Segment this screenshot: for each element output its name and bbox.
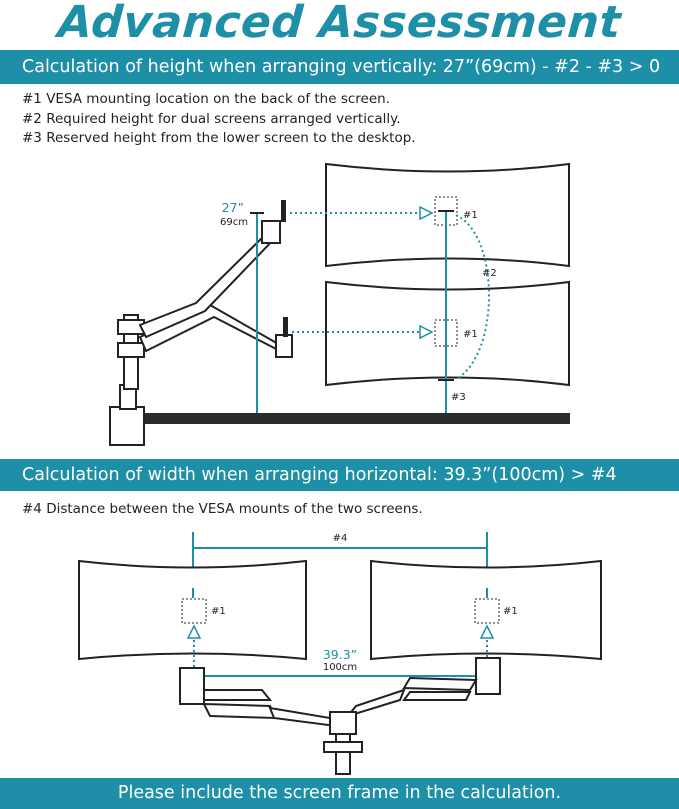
vertical-diagram: 27” 69cm #1 #1 #2 #3 [109, 162, 570, 446]
note-reserved-height: #3 Reserved height from the lower screen… [22, 130, 416, 146]
center-hub [329, 711, 357, 735]
bottom-monitor [325, 280, 570, 387]
horizontal-banner: Calculation of width when arranging hori… [0, 459, 679, 491]
right-monitor [370, 559, 602, 661]
right-tray [402, 691, 472, 701]
note-required-height: #2 Required height for dual screens arra… [22, 110, 401, 127]
left-up-arrow [186, 624, 202, 639]
left-arm-head [179, 667, 205, 705]
desk-clamp [109, 406, 145, 446]
right-arm-head [475, 657, 501, 695]
desk [116, 413, 570, 424]
center-collar [323, 741, 363, 753]
horizontal-diagram: #4 #1 #1 39.3” 100cm [78, 532, 602, 775]
right-vesa-square [474, 598, 500, 624]
left-upper-arm [203, 689, 273, 701]
height-cm-label: 69cm [220, 217, 248, 228]
upper-arm-head [261, 220, 281, 244]
vertical-notes: #1 VESA mounting location on the back of… [22, 90, 416, 149]
span-label: #2 [482, 268, 497, 279]
footer-banner: Please include the screen frame in the c… [0, 778, 679, 809]
left-vesa-label: #1 [211, 606, 226, 617]
horizontal-banner-text: Calculation of width when arranging hori… [22, 465, 617, 485]
top-monitor [325, 162, 570, 268]
right-upper-arm [402, 676, 478, 692]
note-vesa-distance: #4 Distance between the VESA mounts of t… [22, 501, 423, 517]
right-up-arrow [479, 624, 495, 639]
left-monitor [78, 559, 307, 661]
top-projection-arrow [419, 205, 434, 221]
height-in-label: 27” [222, 200, 244, 215]
lower-arm-head [275, 334, 293, 358]
left-tray [202, 702, 278, 720]
vertical-banner: Calculation of height when arranging ver… [0, 50, 679, 84]
bottom-vesa-label: #1 [463, 329, 478, 340]
left-vesa-square [181, 598, 207, 624]
page-title: Advanced Assessment [56, 0, 623, 48]
upper-vesa-plate [281, 200, 286, 222]
horizontal-notes: #4 Distance between the VESA mounts of t… [22, 500, 423, 520]
left-lower-arm [268, 706, 339, 728]
width-in-label: 39.3” [323, 647, 357, 662]
note-vesa-location: #1 VESA mounting location on the back of… [22, 91, 390, 107]
width-cm-label: 100cm [323, 662, 357, 673]
center-pole [335, 733, 351, 775]
distance-label: #4 [333, 533, 348, 544]
top-vesa-label: #1 [463, 210, 478, 221]
lower-vesa-plate [283, 317, 288, 337]
right-vesa-label: #1 [503, 606, 518, 617]
bottom-projection-arrow [419, 324, 434, 340]
vertical-banner-text: Calculation of height when arranging ver… [22, 57, 661, 77]
pole-collar-bottom [117, 342, 145, 358]
footer-text: Please include the screen frame in the c… [117, 783, 562, 803]
span-curve [455, 214, 490, 380]
reserve-label: #3 [451, 392, 466, 403]
